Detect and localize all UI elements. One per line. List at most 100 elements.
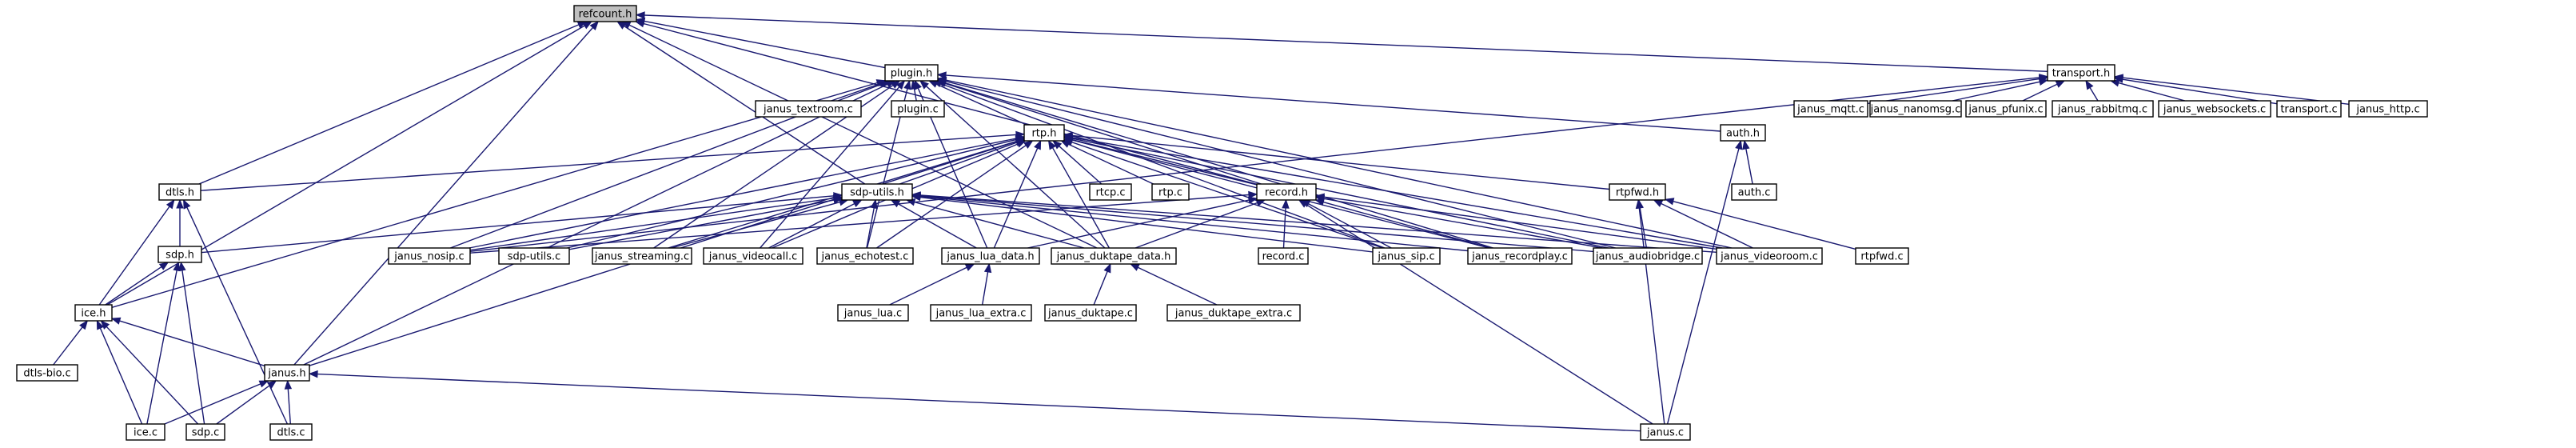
node-label: janus_lua_extra.c — [935, 308, 1027, 320]
node-box[interactable] — [1151, 183, 1190, 201]
node-box[interactable] — [1720, 124, 1766, 142]
node-rtpfwd-c[interactable]: rtpfwd.c — [1855, 247, 1909, 265]
node-box[interactable] — [264, 364, 310, 382]
node-box[interactable] — [573, 5, 637, 22]
node-janus-pfunix-c[interactable]: janus_pfunix.c — [1965, 100, 2047, 118]
node-box[interactable] — [1256, 183, 1317, 201]
node-box[interactable] — [2158, 100, 2271, 118]
node-janus-duktape-data-h[interactable]: janus_duktape_data.h — [1051, 247, 1177, 265]
node-box[interactable] — [755, 100, 862, 118]
node-transport-h[interactable]: transport.h — [2047, 64, 2115, 82]
node-janus-sip-c[interactable]: janus_sip.c — [1372, 247, 1441, 265]
node-box[interactable] — [1731, 183, 1777, 201]
node-janus-recordplay-c[interactable]: janus_recordplay.c — [1467, 247, 1573, 265]
node-janus-lua-extra-c[interactable]: janus_lua_extra.c — [930, 304, 1032, 322]
node-box[interactable] — [1965, 100, 2047, 118]
node-janus-lua-c[interactable]: janus_lua.c — [837, 304, 909, 322]
node-auth-c[interactable]: auth.c — [1731, 183, 1777, 201]
node-box[interactable] — [158, 246, 202, 263]
node-box[interactable] — [2052, 100, 2154, 118]
node-box[interactable] — [498, 247, 570, 265]
node-janus-rabbitmq-c[interactable]: janus_rabbitmq.c — [2052, 100, 2154, 118]
node-janus-duktape-c[interactable]: janus_duktape.c — [1044, 304, 1137, 322]
node-ice-h[interactable]: ice.h — [74, 304, 113, 322]
node-transport-c[interactable]: transport.c — [2276, 100, 2342, 118]
edge-line — [1071, 137, 1723, 249]
node-box[interactable] — [1023, 124, 1065, 142]
node-box[interactable] — [1372, 247, 1441, 265]
node-box[interactable] — [74, 304, 113, 322]
node-box[interactable] — [16, 364, 78, 382]
node-rtp-c[interactable]: rtp.c — [1151, 183, 1190, 201]
edge-janus_h-to-refcount_h — [293, 20, 599, 366]
node-janus-textroom-c[interactable]: janus_textroom.c — [755, 100, 862, 118]
node-janus-http-c[interactable]: janus_http.c — [2348, 100, 2428, 118]
node-sdp-utils-h[interactable]: sdp-utils.h — [841, 183, 913, 201]
node-box[interactable] — [158, 183, 201, 201]
node-janus-audiobridge-c[interactable]: janus_audiobridge.c — [1593, 247, 1703, 265]
node-janus-videocall-c[interactable]: janus_videocall.c — [703, 247, 804, 265]
node-janus-echotest-c[interactable]: janus_echotest.c — [816, 247, 914, 265]
node-box[interactable] — [930, 304, 1032, 322]
node-label: transport.c — [2280, 104, 2337, 116]
node-janus-websockets-c[interactable]: janus_websockets.c — [2158, 100, 2271, 118]
node-box[interactable] — [1258, 247, 1309, 265]
edge-line — [945, 82, 1494, 249]
node-box[interactable] — [837, 304, 909, 322]
node-rtpfwd-h[interactable]: rtpfwd.h — [1609, 183, 1666, 201]
node-box[interactable] — [1166, 304, 1301, 322]
node-box[interactable] — [1869, 100, 1962, 118]
node-box[interactable] — [2276, 100, 2342, 118]
node-janus-c[interactable]: janus.c — [1640, 423, 1691, 441]
node-record-c[interactable]: record.c — [1258, 247, 1309, 265]
node-rtcp-c[interactable]: rtcp.c — [1089, 183, 1132, 201]
node-sdp-utils-c[interactable]: sdp-utils.c — [498, 247, 570, 265]
node-box[interactable] — [1716, 247, 1823, 265]
node-sdp-h[interactable]: sdp.h — [158, 246, 202, 263]
node-label: janus_pfunix.c — [1968, 104, 2043, 116]
node-box[interactable] — [185, 423, 225, 441]
node-box[interactable] — [1640, 423, 1691, 441]
node-janus-h[interactable]: janus.h — [264, 364, 310, 382]
node-plugin-h[interactable]: plugin.h — [884, 64, 939, 82]
node-box[interactable] — [126, 423, 165, 441]
node-janus-mqtt-c[interactable]: janus_mqtt.c — [1793, 100, 1868, 118]
node-box[interactable] — [2047, 64, 2115, 82]
node-box[interactable] — [592, 247, 692, 265]
edge-line — [935, 83, 1027, 126]
node-janus-streaming-c[interactable]: janus_streaming.c — [592, 247, 692, 265]
node-box[interactable] — [1467, 247, 1573, 265]
node-dtls-bio-c[interactable]: dtls-bio.c — [16, 364, 78, 382]
node-box[interactable] — [816, 247, 914, 265]
node-box[interactable] — [941, 247, 1040, 265]
node-record-h[interactable]: record.h — [1256, 183, 1317, 201]
node-box[interactable] — [269, 423, 313, 441]
node-box[interactable] — [1089, 183, 1132, 201]
node-dtls-c[interactable]: dtls.c — [269, 423, 313, 441]
node-auth-h[interactable]: auth.h — [1720, 124, 1766, 142]
node-box[interactable] — [1855, 247, 1909, 265]
node-janus-duktape-extra-c[interactable]: janus_duktape_extra.c — [1166, 304, 1301, 322]
node-box[interactable] — [1044, 304, 1137, 322]
node-janus-lua-data-h[interactable]: janus_lua_data.h — [941, 247, 1040, 265]
node-box[interactable] — [841, 183, 913, 201]
node-sdp-c[interactable]: sdp.c — [185, 423, 225, 441]
arrowhead-icon — [1023, 140, 1034, 149]
node-box[interactable] — [1793, 100, 1868, 118]
node-rtp-h[interactable]: rtp.h — [1023, 124, 1065, 142]
node-box[interactable] — [2348, 100, 2428, 118]
node-box[interactable] — [891, 100, 945, 118]
node-refcount-h[interactable]: refcount.h — [573, 5, 637, 22]
node-box[interactable] — [703, 247, 804, 265]
node-box[interactable] — [1593, 247, 1703, 265]
node-box[interactable] — [1609, 183, 1666, 201]
node-dtls-h[interactable]: dtls.h — [158, 183, 201, 201]
node-plugin-c[interactable]: plugin.c — [891, 100, 945, 118]
node-janus-nanomsg-c[interactable]: janus_nanomsg.c — [1869, 100, 1962, 118]
node-box[interactable] — [884, 64, 939, 82]
node-janus-videoroom-c[interactable]: janus_videoroom.c — [1716, 247, 1823, 265]
node-janus-nosip-c[interactable]: janus_nosip.c — [388, 247, 471, 265]
node-box[interactable] — [388, 247, 471, 265]
node-ice-c[interactable]: ice.c — [126, 423, 165, 441]
node-box[interactable] — [1051, 247, 1177, 265]
